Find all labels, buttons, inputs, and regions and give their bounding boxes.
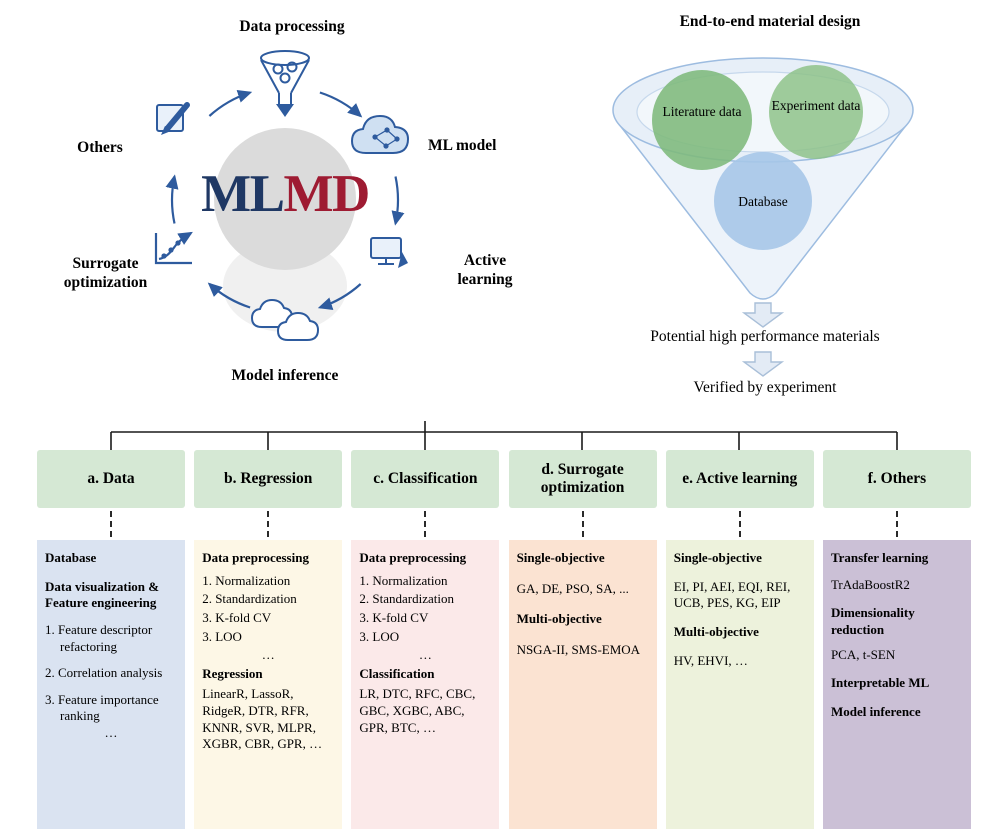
body-line: 3. Feature importance ranking	[45, 691, 159, 724]
body-line: GA, DE, PSO, SA, ...	[516, 580, 629, 596]
column-regression: b. Regression Data preprocessing 1. Norm…	[194, 450, 343, 829]
column-surrogate-header: d. Surrogate optimization	[508, 450, 657, 508]
body-line: PCA, t-SEN	[830, 646, 896, 662]
ml-model-cloud-icon	[350, 114, 410, 154]
flow-step-potential-materials: Potential high performance materials	[650, 328, 880, 345]
down-arrow-2	[741, 351, 785, 377]
shadow-blob	[223, 240, 347, 332]
column-regression-body: Data preprocessing 1. Normalization 2. S…	[194, 540, 343, 829]
dashed-connector	[581, 511, 584, 537]
flow-step-verified: Verified by experiment	[693, 379, 837, 396]
body-line: HV, EHVI, …	[673, 652, 748, 668]
body-line: Database	[45, 550, 97, 565]
body-line: Data preprocessing	[202, 550, 309, 565]
body-line: 3. LOO	[359, 628, 400, 644]
column-surrogate-optimization: d. Surrogate optimization Single-objecti…	[508, 450, 657, 829]
label-ml-model: ML model	[428, 137, 497, 154]
body-line: 3. K-fold CV	[359, 609, 429, 625]
body-line: 2. Correlation analysis	[45, 665, 163, 681]
body-line: Data preprocessing	[359, 550, 467, 565]
mlmd-wordmark: MLMD	[175, 168, 395, 221]
body-line: 3. K-fold CV	[202, 609, 272, 625]
column-classification-body: Data preprocessing 1. Normalization 2. S…	[351, 540, 500, 829]
dashed-connector	[738, 511, 741, 537]
column-others: f. Others Transfer learning TrAdaBoostR2…	[822, 450, 971, 829]
body-line: EI, PI, AEI, EQI, REI, UCB, PES, KG, EIP	[673, 578, 791, 611]
label-model-inference: Model inference	[231, 367, 339, 384]
dashed-connector	[110, 511, 112, 537]
column-data-header: a. Data	[37, 450, 185, 508]
body-line: …	[418, 647, 432, 663]
body-line: 1. Normalization	[202, 572, 291, 588]
material-design-funnel	[612, 57, 914, 377]
database-bubble	[714, 152, 812, 250]
cycle-arrows	[165, 89, 405, 311]
active-learning-monitor-icon	[370, 237, 408, 268]
column-classification: c. Classification Data preprocessing 1. …	[351, 450, 500, 829]
column-surrogate-body: Single-objective GA, DE, PSO, SA, ... Mu…	[508, 540, 657, 829]
mlmd-md-text: MD	[283, 165, 371, 223]
label-active-learning: Active learning	[457, 252, 513, 288]
body-line: Dimensionality reduction	[830, 605, 915, 637]
column-active-learning: e. Active learning Single-objective EI, …	[665, 450, 814, 829]
body-line: Multi-objective	[673, 623, 759, 639]
column-others-header: f. Others	[822, 450, 971, 508]
center-circle	[214, 128, 356, 270]
mlmd-cycle-diagram	[154, 50, 410, 341]
body-line: Data visualization & Feature engineering	[45, 578, 160, 611]
experiment-data-bubble	[769, 65, 863, 159]
body-line: 2. Standardization	[202, 591, 297, 607]
body-line: TrAdaBoostR2	[830, 576, 910, 592]
dashed-connector	[267, 511, 270, 537]
column-data: a. Data Database Data visualization & Fe…	[37, 450, 185, 829]
body-line: Single-objective	[673, 550, 762, 565]
down-arrow-1	[741, 302, 785, 328]
others-edit-icon	[156, 102, 190, 135]
literature-data-label: Literature data	[662, 104, 742, 119]
label-data-processing: Data processing	[239, 18, 345, 35]
column-active-learning-body: Single-objective EI, PI, AEI, EQI, REI, …	[665, 540, 814, 829]
literature-data-bubble	[652, 70, 752, 170]
database-label: Database	[738, 194, 788, 209]
body-line: 1. Normalization	[359, 572, 448, 588]
body-line: Classification	[359, 665, 435, 681]
label-surrogate-optimization: Surrogate optimization	[63, 255, 148, 291]
experiment-data-label: Experiment data	[771, 98, 861, 113]
surrogate-optimization-chart-icon	[154, 231, 193, 265]
column-regression-header: b. Regression	[194, 450, 343, 508]
data-processing-funnel-icon	[260, 50, 310, 117]
mlmd-ml-text: ML	[201, 165, 285, 223]
body-line: Model inference	[830, 703, 921, 719]
body-line: LinearR, LassoR, RidgeR, DTR, RFR, KNNR,…	[202, 686, 323, 752]
body-line: Multi-objective	[516, 611, 602, 627]
body-line: …	[104, 725, 118, 740]
body-line: Interpretable ML	[830, 675, 930, 691]
dashed-connector	[895, 511, 898, 537]
body-line: …	[261, 647, 275, 663]
module-tree: a. Data Database Data visualization & Fe…	[37, 450, 971, 829]
model-inference-clouds-icon	[250, 298, 320, 341]
body-line: 2. Standardization	[359, 591, 454, 607]
body-line: Single-objective	[516, 550, 605, 565]
body-line: Regression	[202, 665, 263, 681]
body-line: LR, DTC, RFC, CBC, GBC, XGBC, ABC, GPR, …	[359, 686, 476, 735]
body-line: 3. LOO	[202, 628, 242, 644]
body-line: Transfer learning	[830, 550, 929, 565]
tree-connector-lines	[110, 421, 898, 452]
label-others: Others	[77, 139, 123, 156]
body-line: 1. Feature descriptor refactoring	[45, 621, 153, 654]
column-others-body: Transfer learning TrAdaBoostR2 Dimension…	[822, 540, 971, 829]
column-classification-header: c. Classification	[351, 450, 500, 508]
body-line: NSGA-II, SMS-EMOA	[516, 641, 641, 657]
dashed-connector	[424, 511, 427, 537]
funnel-title: End-to-end material design	[679, 13, 861, 30]
column-data-body: Database Data visualization & Feature en…	[37, 540, 185, 829]
column-active-learning-header: e. Active learning	[665, 450, 814, 508]
